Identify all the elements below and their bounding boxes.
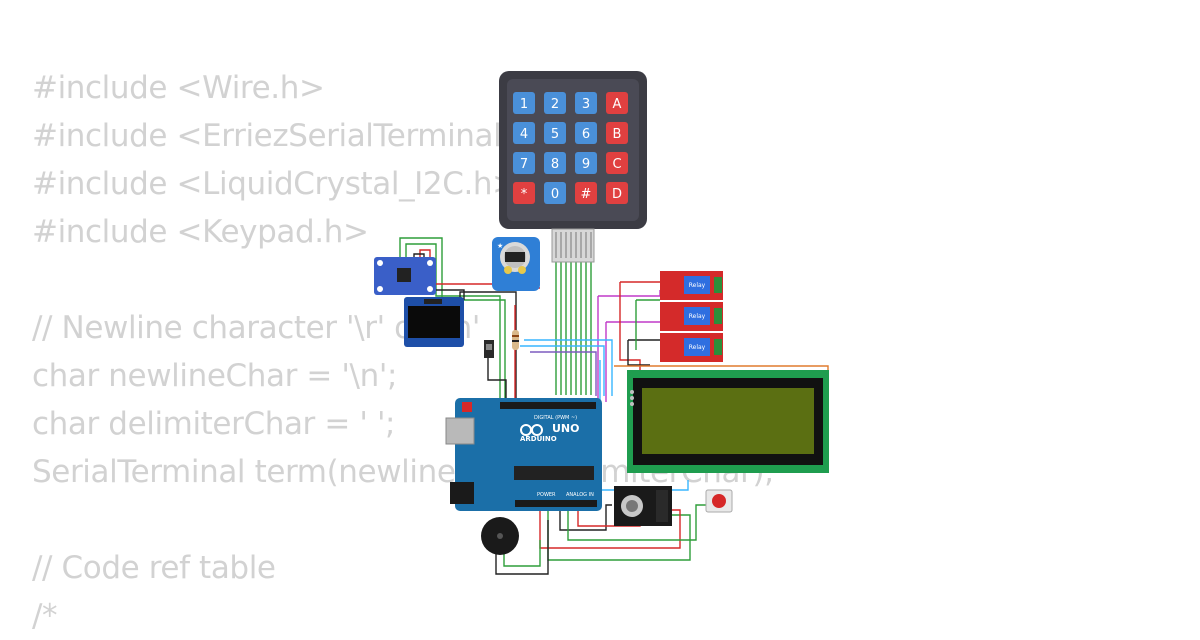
lcd-display: [627, 370, 829, 473]
keypad-key: [544, 182, 566, 204]
button-wire-green: [567, 504, 708, 541]
keypad-key: [575, 122, 597, 144]
keypad-key: [513, 122, 535, 144]
resistor: [512, 330, 519, 350]
relay-terminal: [714, 277, 722, 293]
relay-terminal: [714, 339, 722, 355]
code-line: #include <Wire.h>: [32, 70, 325, 106]
keypad-key-label: 7: [520, 157, 528, 172]
keypad-key: [575, 92, 597, 114]
relay-wire-black: [627, 339, 660, 366]
keypad-key: [544, 92, 566, 114]
keypad-keys: 1 2 3 A 4 5 6 B 7 8 9 C * 0 # D: [513, 92, 628, 204]
keypad-key: [606, 122, 628, 144]
keypad-key: [606, 92, 628, 114]
code-line: #include <Keypad.h>: [32, 214, 369, 250]
lcd-wire-purple: [530, 351, 597, 396]
keypad-key-label: 1: [520, 97, 528, 112]
relay-label: Relay: [689, 313, 706, 320]
code-line: /*: [32, 598, 58, 634]
keypad-key-label: #: [581, 187, 592, 202]
switch-wire-black: [487, 356, 507, 400]
relay-coil: [684, 276, 710, 294]
keypad-key-label: C: [612, 157, 621, 172]
oled-display: [404, 297, 464, 347]
keypad-key-label: D: [612, 187, 622, 202]
arduino-uno-board: ARDUINO UNO DIGITAL (PWM ~) ANALOG IN PO…: [445, 398, 602, 511]
keypad-ribbon-wires: [555, 262, 592, 395]
power-jack: [450, 482, 474, 504]
keypad-connector: [551, 228, 595, 263]
analog-header: [515, 500, 597, 507]
lcd-wire-cyan: [524, 339, 613, 396]
imu-sensor-module: [374, 257, 436, 295]
relay-wire-green: [635, 299, 660, 350]
keypad-key: [544, 122, 566, 144]
keypad-key-label: 5: [551, 127, 559, 142]
keypad-key: [575, 182, 597, 204]
arduino-infinity-logo: [520, 424, 543, 436]
keypad-key-label: 0: [551, 187, 559, 202]
keypad-key-label: 2: [551, 97, 559, 112]
encoder-wire-black: [559, 504, 612, 531]
keypad-key-label: A: [613, 97, 622, 112]
keypad-key: [513, 92, 535, 114]
push-button: [705, 489, 733, 513]
buzzer-wire-green: [503, 540, 541, 567]
buzzer-wire-black: [495, 520, 549, 575]
encoder-wire-red: [539, 508, 681, 549]
svg-text:★: ★: [497, 242, 503, 250]
keypad-key: [606, 182, 628, 204]
atmega-chip: [514, 466, 594, 480]
keypad-key-label: B: [613, 127, 622, 142]
arduino-digital-label: DIGITAL (PWM ~): [534, 415, 577, 421]
keypad-key-label: *: [521, 187, 528, 202]
keypad-key: [606, 152, 628, 174]
keypad-key: [513, 182, 535, 204]
i2c-wire-green: [399, 237, 506, 400]
keypad-key-label: 3: [582, 97, 590, 112]
keypad-key-label: 8: [551, 157, 559, 172]
digital-header: [500, 402, 596, 409]
relay-terminal: [714, 308, 722, 324]
arduino-model-label: UNO: [552, 422, 580, 435]
keypad-key-label: 4: [520, 127, 528, 142]
rtc-module: ★: [492, 237, 540, 291]
relay-wire-magenta-2: [605, 321, 660, 402]
arduino-brand-label: ARDUINO: [520, 435, 557, 443]
usb-port: [445, 417, 475, 445]
keypad-key-label: 6: [582, 127, 590, 142]
buzzer: [481, 517, 519, 555]
relay-coil: [684, 338, 710, 356]
relay-coil: [684, 307, 710, 325]
keypad-key: [544, 152, 566, 174]
code-line: #include <LiquidCrystal_I2C.h>: [32, 166, 518, 202]
arduino-power-label: POWER: [537, 492, 556, 498]
slide-switch: [484, 340, 494, 358]
code-line: // Code ref table: [32, 550, 276, 586]
keypad-key: [575, 152, 597, 174]
relay-label: Relay: [689, 282, 706, 289]
code-line: char delimiterChar = ' ';: [32, 406, 396, 442]
keypad-key: [513, 152, 535, 174]
keypad-4x4: 1 2 3 A 4 5 6 B 7 8 9 C * 0 # D: [499, 71, 647, 263]
keypad-key-label: 9: [582, 157, 590, 172]
rotary-encoder: [614, 486, 672, 526]
relay-label: Relay: [689, 344, 706, 351]
code-line: char newlineChar = '\n';: [32, 358, 398, 394]
arduino-analog-label: ANALOG IN: [566, 492, 594, 498]
code-line: #include <ErriezSerialTerminal.h>: [32, 118, 556, 154]
